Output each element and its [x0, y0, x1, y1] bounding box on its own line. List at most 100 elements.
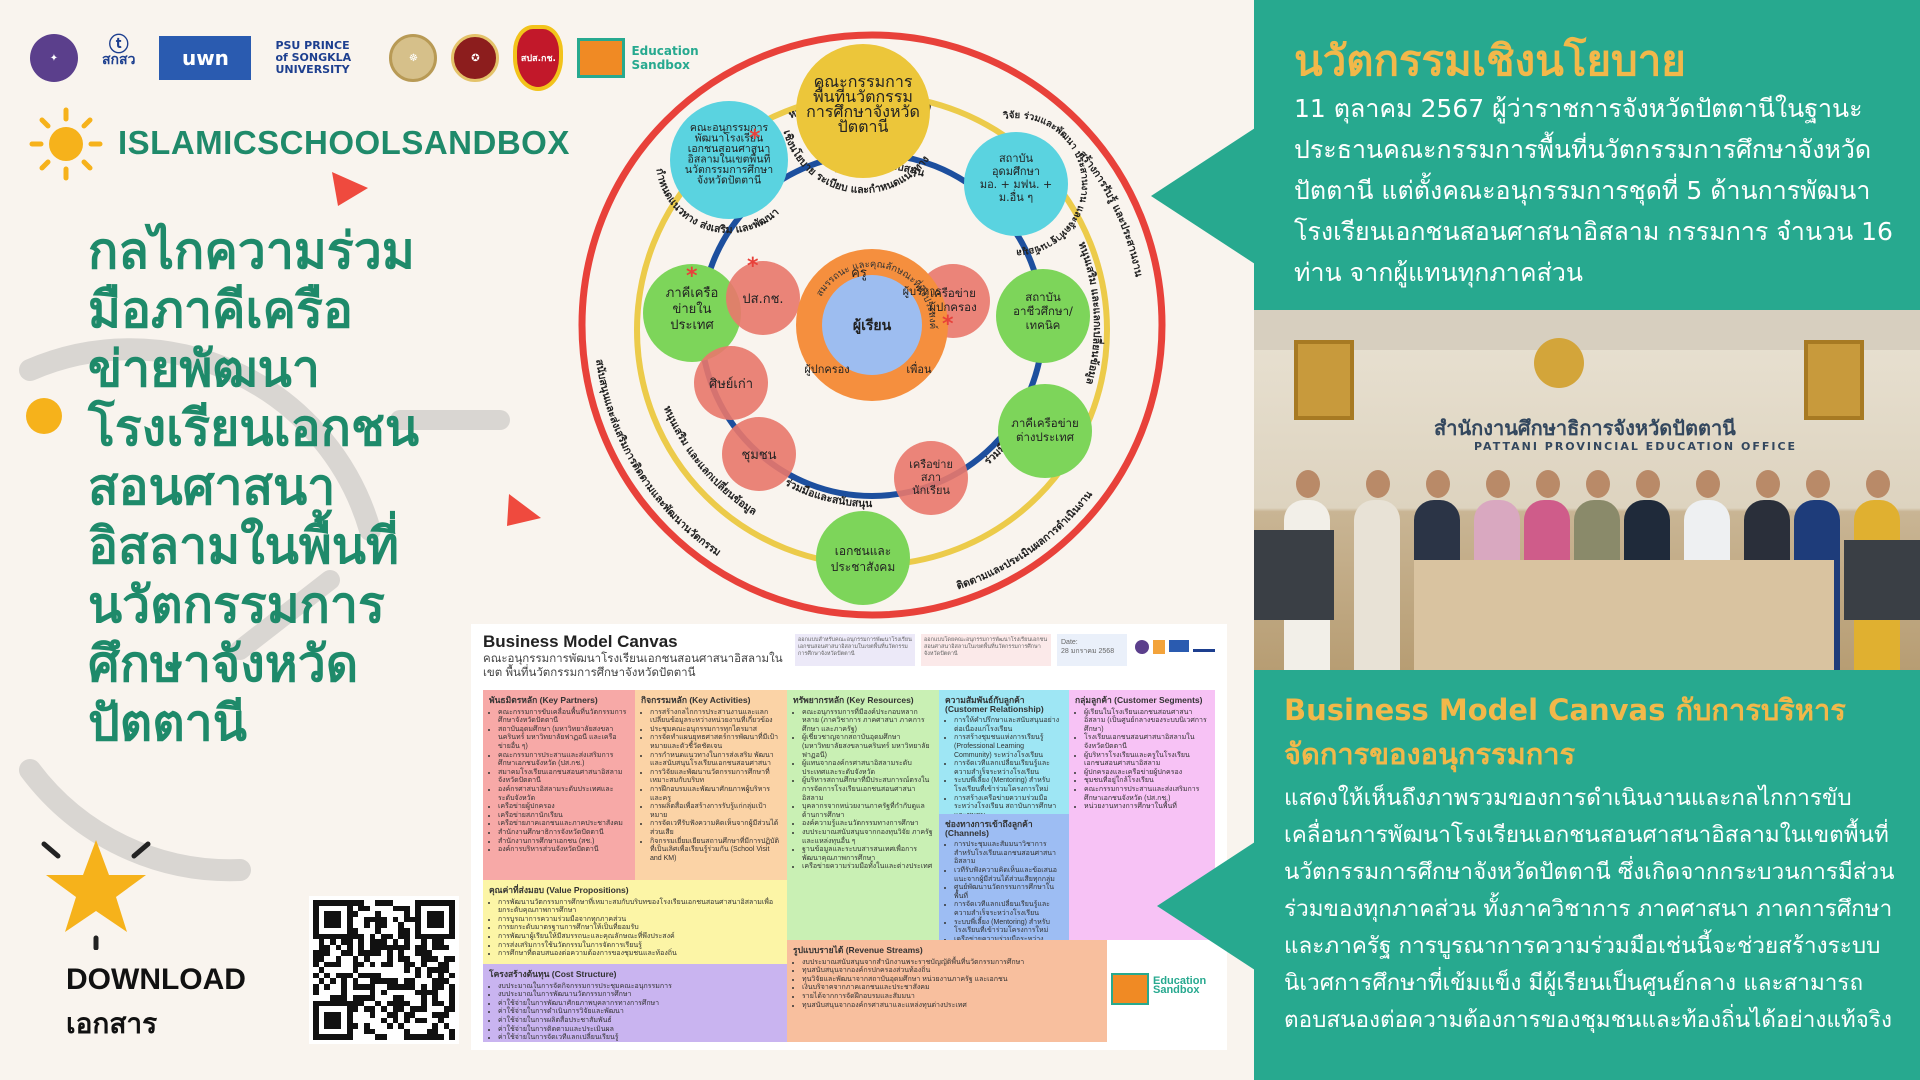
- subcommittee-label: คณะอนุกรรมการ: [690, 122, 769, 134]
- learner-label: ผู้เรียน: [853, 318, 892, 334]
- bmc-item: เงินบริจาคจากภาคเอกชนและประชาสังคม: [802, 984, 1101, 993]
- subcommittee-label: พัฒนาโรงเรียน: [695, 132, 763, 145]
- parent-network-label: เครือข่าย: [930, 286, 976, 300]
- bmc-section-title: คุณค่าที่ส่งมอบ (Value Propositions): [489, 885, 629, 895]
- sun-icon: [29, 107, 103, 181]
- pskc-node: [726, 261, 800, 335]
- bmc-item: องค์ความรู้และนวัตกรรมทางการศึกษา: [802, 820, 933, 829]
- star-icon: [41, 840, 151, 950]
- title-line: ศึกษาจังหวัด: [88, 635, 359, 693]
- bmc-item: สถาบันอุดมศึกษา (มหาวิทยาลัยสงขลานครินทร…: [498, 726, 629, 752]
- emblem: [1534, 338, 1584, 388]
- bmc-item: เครือข่ายความร่วมมือทั้งในและต่างประเทศ: [802, 863, 933, 872]
- foreign-network-node: [998, 384, 1092, 478]
- sandbox-icon: [1111, 973, 1149, 1005]
- university-label: มอ. + มฟน. +: [980, 178, 1052, 191]
- foreign-network-label: ภาคีเครือข่าย: [1011, 416, 1079, 430]
- sandbox-logo-text: Education Sandbox: [1153, 975, 1207, 996]
- bmc-item: การสร้างชุมชนแห่งการเรียนรู้ (Profession…: [954, 734, 1063, 760]
- university-label: สถาบัน: [999, 152, 1034, 165]
- main-title: กลไกความร่วม มือภาคีเครือ ข่ายพัฒนา โรงเ…: [88, 222, 508, 753]
- tsri-logo: [1153, 640, 1165, 654]
- policy-title: นวัตกรรมเชิงนโยบาย: [1294, 36, 1686, 85]
- community-node: [722, 417, 796, 491]
- provincial-seal-logo: ✪: [451, 34, 500, 82]
- bmc-item: ชุมชนที่อยู่ใกล้โรงเรียน: [1084, 777, 1209, 786]
- bmc-item: การฝึกอบรมและพัฒนาศักยภาพผู้บริหารและครู: [650, 786, 781, 803]
- bmc-section-title: กิจกรรมหลัก (Key Activities): [641, 695, 751, 705]
- foreign-network-label: ต่างประเทศ: [1016, 430, 1075, 444]
- asterisk-icon: *: [942, 312, 954, 337]
- bmc-item: การจัดเวทีแลกเปลี่ยนเรียนรู้และความสำเร็…: [954, 901, 1063, 918]
- uwn-logo: uwn: [159, 36, 252, 80]
- triangle-decoration: [507, 494, 541, 526]
- bmc-item: ประชุมคณะอนุกรรมการทุกไตรมาส: [650, 726, 781, 735]
- bmc-item: การจัดเวทีรับฟังความคิดเห็นจากผู้มีส่วนไ…: [650, 820, 781, 837]
- date-value: 28 มกราคม 2568: [1061, 648, 1115, 655]
- business-model-canvas[interactable]: Business Model Canvas คณะอนุกรรมการพัฒนา…: [471, 624, 1227, 1050]
- committee-label: พื้นที่นวัตกรรม: [813, 85, 913, 106]
- bmc-section-title: ทรัพยากรหลัก (Key Resources): [793, 695, 914, 705]
- bmc-item: การสร้างกลไกการประสานงานและแลกเปลี่ยนข้อ…: [650, 709, 781, 726]
- seal-logo: [1135, 640, 1149, 654]
- guardian-label: ผู้ปกครอง: [804, 363, 849, 376]
- bmc-item: การจัดเวทีแลกเปลี่ยนเรียนรู้และความสำเร็…: [954, 760, 1063, 777]
- bmc-section-title: รูปแบบรายได้ (Revenue Streams): [793, 945, 923, 955]
- psu-logo: [1193, 640, 1215, 652]
- monitor: [1844, 540, 1920, 620]
- alumni-node: [694, 346, 768, 420]
- bmc-cost-structure: โครงสร้างต้นทุน (Cost Structure) งบประมาณ…: [483, 964, 787, 1042]
- parent-network-label: ผู้ปกครอง: [929, 300, 976, 314]
- bmc-logos: [1135, 640, 1215, 654]
- bmc-item: การส่งเสริมการใช้นวัตกรรมในการจัดการเรีย…: [498, 942, 781, 951]
- bmc-section-title: กลุ่มลูกค้า (Customer Segments): [1075, 695, 1203, 705]
- university-seal-logo: ✦: [30, 34, 78, 82]
- bmc-item: ผู้บริหารโรงเรียนและครูในโรงเรียนเอกชนสอ…: [1084, 752, 1209, 769]
- uwn-logo: [1169, 640, 1189, 652]
- bmc-item: ศูนย์พัฒนานวัตกรรมการศึกษาในพื้นที่: [954, 884, 1063, 901]
- bmc-item: งบประมาณสนับสนุนจากสำนักงานพระราชบัญญัติ…: [802, 959, 1101, 968]
- title-line: สอนศาสนา: [88, 458, 336, 516]
- bmc-item: งบประมาณในการจัดกิจกรรมการประชุมคณะอนุกร…: [498, 983, 781, 992]
- portrait-frame: [1294, 340, 1354, 420]
- bmc-item: การประชุมและสัมมนาวิชาการสำหรับโรงเรียนเ…: [954, 841, 1063, 867]
- student-council-label: นักเรียน: [912, 484, 950, 497]
- university-node: [964, 132, 1068, 236]
- bmc-item: เครือข่ายผู้ปกครอง: [498, 803, 629, 812]
- teacher-label: ครู: [851, 266, 867, 281]
- bmc-item: ระบบพี่เลี้ยง (Mentoring) สำหรับโรงเรียน…: [954, 919, 1063, 936]
- admin-label: ผู้บริหาร: [903, 285, 942, 298]
- subcommittee-label: เอกชนสอนศาสนา: [688, 143, 771, 155]
- bmc-item: สำนักงานศึกษาธิการจังหวัดปัตตานี: [498, 829, 629, 838]
- bmc-item: งบประมาณในการพัฒนานวัตกรรมการศึกษา: [498, 991, 781, 1000]
- bmc-section-title: โครงสร้างต้นทุน (Cost Structure): [489, 969, 617, 979]
- subcommittee-label: จังหวัดปัตตานี: [697, 174, 761, 187]
- bmc-panel-description: แสดงให้เห็นถึงภาพรวมของการดำเนินงานและกล…: [1284, 785, 1895, 1033]
- bmc-key-partners: พันธมิตรหลัก (Key Partners)คณะกรรมการขับ…: [483, 690, 635, 880]
- private-sector-label: ประชาสังคม: [831, 560, 896, 574]
- bmc-panel-title: Business Model Canvas กับการบริหารจัดการ…: [1284, 693, 1846, 771]
- bmc-item: ผู้ปกครองและเครือข่ายผู้ปกครอง: [1084, 769, 1209, 778]
- title-line: โรงเรียนเอกชน: [88, 399, 420, 457]
- partnership-diagram: สร้างการรับรู้ และประสานงาน สนับสนุนและส…: [578, 31, 1166, 619]
- document-label: เอกสาร: [66, 1007, 158, 1040]
- bmc-customer-segments: กลุ่มลูกค้า (Customer Segments)ผู้เรียนใ…: [1069, 690, 1215, 940]
- triangle-decoration: [332, 172, 368, 206]
- bmc-item: โรงเรียนเอกชนสอนศาสนาอิสลามในจังหวัดปัตต…: [1084, 734, 1209, 751]
- vocational-label: อาชีวศึกษา/: [1013, 304, 1073, 318]
- download-link[interactable]: DOWNLOAD เอกสาร: [66, 958, 246, 1046]
- bmc-item: ค่าใช้จ่ายในการดำเนินการวิจัยและพัฒนา: [498, 1008, 781, 1017]
- bmc-item: การบูรณาการความร่วมมือจากทุกภาคส่วน: [498, 916, 781, 925]
- bmc-item: บุคลากรจากหน่วยงานภาครัฐที่กำกับดูแลด้าน…: [802, 803, 933, 820]
- bmc-revenue-streams: รูปแบบรายได้ (Revenue Streams) งบประมาณสน…: [787, 940, 1107, 1042]
- university-label: อุดมศึกษา: [992, 165, 1040, 178]
- bmc-item: การพัฒนาผู้เรียนให้มีสมรรถนะและคุณลักษณะ…: [498, 933, 781, 942]
- domestic-network-label: ข่ายใน: [672, 301, 711, 317]
- pskc-label: ปส.กช.: [742, 292, 783, 307]
- download-label: DOWNLOAD: [66, 963, 246, 996]
- domestic-network-label: ประเทศ: [670, 318, 714, 333]
- bmc-item: เวทีรับฟังความคิดเห็นและข้อเสนอแนะจากผู้…: [954, 867, 1063, 884]
- subcommittee-node: [670, 101, 788, 219]
- bmc-item: การจัดทำแผนยุทธศาสตร์การพัฒนาที่มีเป้าหม…: [650, 734, 781, 751]
- download-qr-code[interactable]: [309, 896, 459, 1044]
